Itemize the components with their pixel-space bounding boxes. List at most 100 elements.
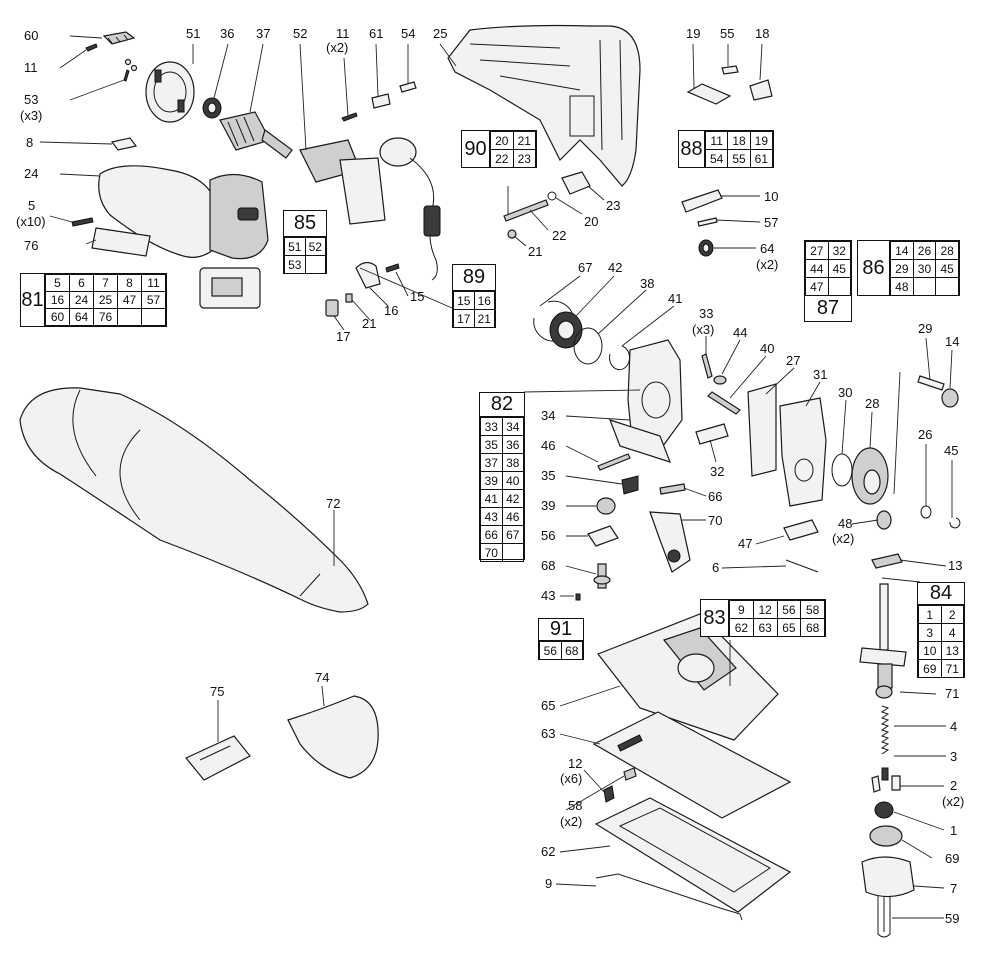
callout-label: 9: [545, 876, 552, 891]
callout-label: 21: [362, 316, 376, 331]
kit-item: 6: [69, 274, 94, 292]
callout-label: 24: [24, 166, 38, 181]
kit-number: 82: [480, 393, 524, 417]
callout-label: 68: [541, 558, 555, 573]
callout-label: 42: [608, 260, 622, 275]
kit-item: 26: [912, 241, 937, 260]
kit-item: 68: [560, 641, 583, 660]
callout-label: 61: [369, 26, 383, 41]
callout-label: 7: [950, 881, 957, 896]
part-drawings: [19, 24, 961, 938]
kit-item: 67: [501, 525, 524, 544]
callout-label: (x2): [560, 814, 582, 829]
callout-label: 23: [606, 198, 620, 213]
callout-label: 12: [568, 756, 582, 771]
kit-item: [117, 308, 142, 326]
callout-label: 38: [640, 276, 654, 291]
kit-number: 91: [539, 618, 583, 641]
kit-item: 69: [918, 659, 942, 678]
callout-label: (x2): [326, 40, 348, 55]
kit-item: 15: [453, 291, 475, 310]
callout-label: 39: [541, 498, 555, 513]
kit-item: 28: [935, 241, 959, 260]
kit-item: 21: [512, 131, 536, 150]
callout-label: 22: [552, 228, 566, 243]
kit-item: 37: [480, 453, 503, 472]
callout-label: 76: [24, 238, 38, 253]
kit-item: 12: [752, 600, 778, 619]
kit-item: 57: [141, 291, 166, 309]
callout-label: 1: [950, 823, 957, 838]
callout-label: (x3): [20, 108, 42, 123]
kit-item: 11: [704, 131, 729, 150]
callout-label: (x10): [16, 214, 46, 229]
kit-item: 24: [69, 291, 94, 309]
kit-item: 40: [501, 471, 524, 490]
callout-label: 45: [944, 443, 958, 458]
callout-label: 5: [28, 198, 35, 213]
kit-item: 4: [940, 623, 964, 642]
kit-item: [827, 277, 851, 296]
kit-number: 81: [21, 274, 45, 326]
callout-label: 57: [764, 215, 778, 230]
callout-label: 43: [541, 588, 555, 603]
leader-lines: [39, 35, 953, 919]
kit-item: 13: [940, 641, 964, 660]
callout-label: 64: [760, 241, 774, 256]
callout-label: 26: [918, 427, 932, 442]
callout-label: 69: [945, 851, 959, 866]
callout-label: 34: [541, 408, 555, 423]
callout-label: 60: [24, 28, 38, 43]
callout-label: 4: [950, 719, 957, 734]
kit-item: 68: [800, 618, 825, 637]
callout-label: 54: [401, 26, 415, 41]
callout-label: 2: [950, 778, 957, 793]
kit-number: 90: [462, 131, 490, 167]
kit-item: 32: [827, 241, 851, 260]
callout-label: 19: [686, 26, 700, 41]
callout-label: 15: [410, 289, 424, 304]
callout-label: (x2): [832, 531, 854, 546]
kit-item: 16: [45, 291, 70, 309]
kit-item: 47: [117, 291, 142, 309]
kit-item: 17: [453, 309, 475, 328]
callout-label: 11: [24, 60, 38, 75]
callout-label: 70: [708, 513, 722, 528]
kit-item: 23: [512, 149, 536, 168]
kit-item: 10: [918, 641, 942, 660]
kit-item: 45: [935, 259, 959, 278]
kit-item: 33: [480, 417, 503, 436]
callout-label: 14: [945, 334, 959, 349]
callout-label: 32: [710, 464, 724, 479]
callout-labels: 60 11 53 (x3) 8 24 5 (x10) 76 51 36 37 5…: [16, 26, 964, 926]
kit-item: 54: [704, 149, 729, 168]
kit-item: 55: [727, 149, 751, 168]
kit-item: 58: [800, 600, 825, 619]
callout-label: 46: [541, 438, 555, 453]
callout-label: 20: [584, 214, 598, 229]
callout-label: 31: [813, 367, 827, 382]
callout-label: (x2): [756, 257, 778, 272]
kit-item: 43: [480, 507, 503, 526]
callout-label: 66: [708, 489, 722, 504]
kit-item: 5: [45, 274, 70, 292]
kit-item: 48: [890, 277, 914, 296]
kit-item: 29: [890, 259, 914, 278]
callout-label: 36: [220, 26, 234, 41]
callout-label: 51: [186, 26, 200, 41]
callout-label: 55: [720, 26, 734, 41]
kit-item: 46: [501, 507, 524, 526]
kit-item: 39: [480, 471, 503, 490]
kit-item: 21: [473, 309, 495, 328]
kit-item: 60: [45, 308, 70, 326]
kit-number: 83: [701, 600, 729, 636]
kit-item: 25: [93, 291, 118, 309]
